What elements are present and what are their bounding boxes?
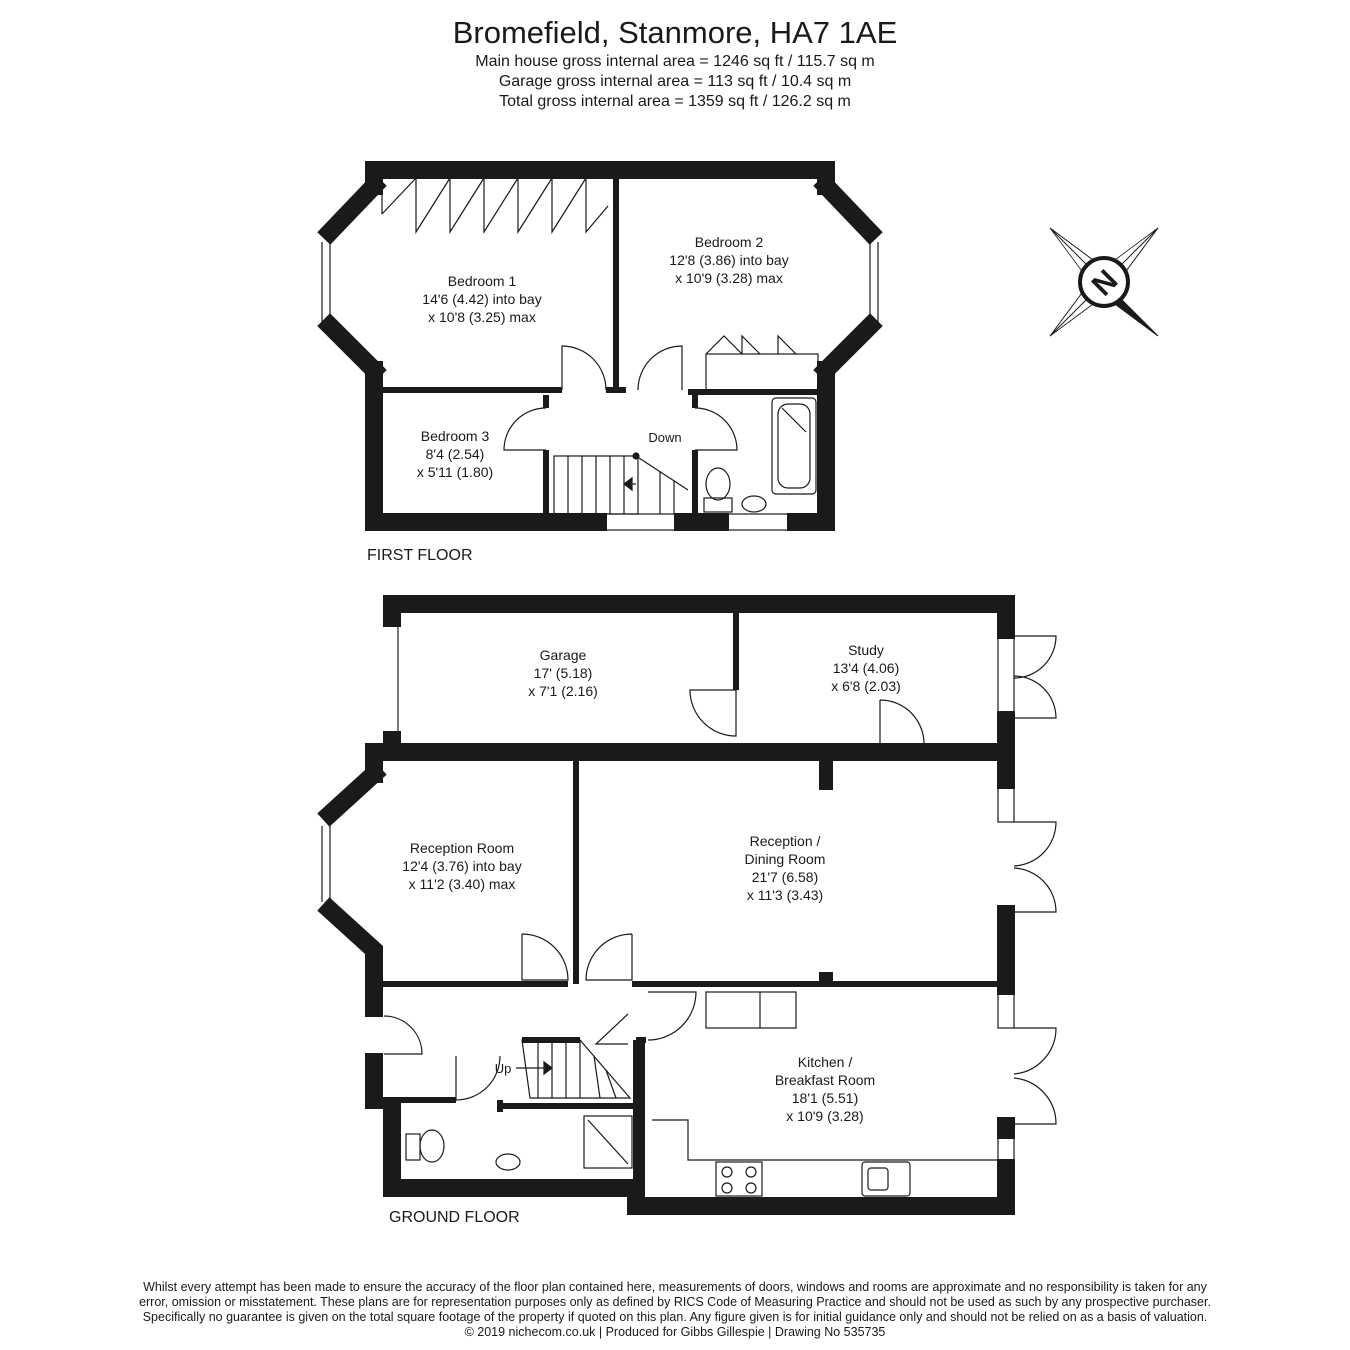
room-dimension: 17' (5.18) <box>534 665 593 681</box>
sink-icon <box>861 1161 911 1197</box>
room-name: Bedroom 1 <box>448 273 517 289</box>
reception-bay-window <box>321 773 375 951</box>
room-dimension: x 10'8 (3.25) max <box>428 309 536 325</box>
basin-icon <box>495 1153 521 1171</box>
room-name: Study <box>848 642 884 658</box>
property-title: Bromefield, Stanmore, HA7 1AE <box>452 15 898 50</box>
disclaimer-line: error, omission or misstatement. These p… <box>139 1295 1211 1309</box>
room-dimension: 12'4 (3.76) into bay <box>402 858 521 874</box>
bedroom3-label: Bedroom 3 8'4 (2.54) x 5'11 (1.80) <box>417 428 493 480</box>
bedroom1-bay-window <box>321 187 375 373</box>
rear-openings <box>997 635 1057 1163</box>
ground-floor-shower-room <box>383 1115 633 1171</box>
kitchen-label: Kitchen / Breakfast Room 18'1 (5.51) x 1… <box>775 1054 875 1124</box>
room-name: Garage <box>540 647 587 663</box>
stairs-up-label: Up <box>495 1061 512 1076</box>
dining-room-label: Reception / Dining Room 21'7 (6.58) x 11… <box>745 833 826 903</box>
wc-icon <box>419 1129 445 1163</box>
room-dimension: x 5'11 (1.80) <box>417 464 493 480</box>
room-name: Kitchen / <box>798 1054 853 1070</box>
garage-label: Garage 17' (5.18) x 7'1 (2.16) <box>528 647 598 699</box>
room-dimension: 14'6 (4.42) into bay <box>422 291 541 307</box>
room-dimension: x 10'9 (3.28) max <box>675 270 783 286</box>
main-house-area: Main house gross internal area = 1246 sq… <box>475 53 875 70</box>
basin-icon <box>741 495 767 513</box>
room-dimension: 18'1 (5.51) <box>792 1090 859 1106</box>
room-name: Breakfast Room <box>775 1072 875 1088</box>
room-name: Bedroom 3 <box>421 428 490 444</box>
room-dimension: 13'4 (4.06) <box>833 660 900 676</box>
disclaimer-line: Whilst every attempt has been made to en… <box>143 1280 1207 1294</box>
stairs-down-label: Down <box>648 430 681 445</box>
room-dimension: 21'7 (6.58) <box>752 869 819 885</box>
room-dimension: 8'4 (2.54) <box>426 446 485 462</box>
kitchen-fittings <box>652 991 998 1197</box>
plan-header: Bromefield, Stanmore, HA7 1AE Main house… <box>0 14 1350 112</box>
bedroom1-label: Bedroom 1 14'6 (4.42) into bay x 10'8 (3… <box>422 273 541 325</box>
total-area: Total gross internal area = 1359 sq ft /… <box>499 93 851 110</box>
first-floor-bathroom <box>703 397 817 513</box>
room-dimension: x 11'3 (3.43) <box>747 887 823 903</box>
bedroom2-wardrobe <box>705 334 819 391</box>
copyright-line: © 2019 nichecom.co.uk | Produced for Gib… <box>464 1325 886 1339</box>
room-name: Bedroom 2 <box>695 234 764 250</box>
room-name: Reception / <box>750 833 821 849</box>
disclaimer: Whilst every attempt has been made to en… <box>40 1280 1310 1340</box>
ground-floor-stairs <box>516 1039 632 1099</box>
room-name: Reception Room <box>410 840 514 856</box>
room-dimension: x 10'9 (3.28) <box>786 1108 863 1124</box>
room-name: Dining Room <box>745 851 826 867</box>
first-floor-doors <box>503 345 738 451</box>
room-dimension: 12'8 (3.86) into bay <box>669 252 788 268</box>
room-dimension: x 7'1 (2.16) <box>528 683 598 699</box>
first-floor-plan <box>317 161 883 531</box>
room-dimension: x 6'8 (2.03) <box>831 678 901 694</box>
reception-room-label: Reception Room 12'4 (3.76) into bay x 11… <box>402 840 521 892</box>
first-floor-stairs <box>553 452 689 515</box>
bedroom2-bay-window <box>825 187 879 371</box>
wc-icon <box>705 467 731 501</box>
disclaimer-line: Specifically no guarantee is given on th… <box>142 1310 1208 1324</box>
room-dimension: x 11'2 (3.40) max <box>409 876 516 892</box>
compass-icon <box>1049 227 1159 337</box>
ground-floor-label: GROUND FLOOR <box>389 1209 520 1226</box>
garage-area: Garage gross internal area = 113 sq ft /… <box>498 73 852 90</box>
bedroom2-label: Bedroom 2 12'8 (3.86) into bay x 10'9 (3… <box>669 234 788 286</box>
bedroom1-wardrobe <box>381 177 609 235</box>
first-floor-label: FIRST FLOOR <box>367 547 473 564</box>
ground-floor-plan <box>317 595 1057 1215</box>
study-label: Study 13'4 (4.06) x 6'8 (2.03) <box>831 642 901 694</box>
ground-floor-doors <box>383 689 925 1101</box>
hob-icon <box>721 1166 733 1178</box>
